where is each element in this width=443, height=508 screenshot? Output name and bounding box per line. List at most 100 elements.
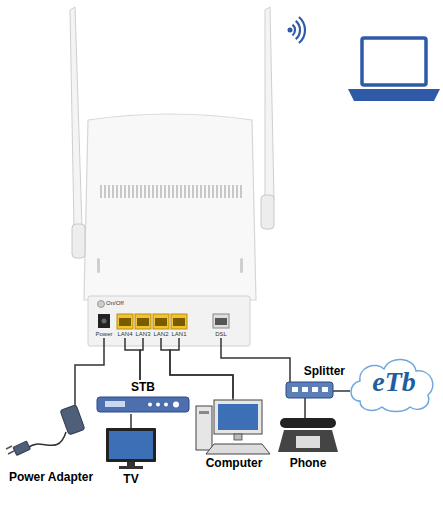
stb-button <box>164 403 168 407</box>
phone-handset <box>280 418 336 428</box>
splitter-cable <box>333 390 345 392</box>
vent-slot <box>156 185 158 198</box>
vent-slot <box>128 185 130 198</box>
network-cloud: eTb <box>350 351 438 413</box>
lan-port <box>117 314 133 329</box>
tv-stand <box>119 466 143 469</box>
port-label: LAN1 <box>170 331 188 338</box>
cable-connector <box>75 338 104 398</box>
vent-slot <box>240 185 242 198</box>
vent-slot <box>208 185 210 198</box>
node-label: STB <box>131 380 155 394</box>
tv-frame <box>106 428 156 462</box>
vent-slot <box>228 185 230 198</box>
port-label: LAN2 <box>152 331 170 338</box>
power-jack-pin <box>102 319 107 324</box>
laptop-screen <box>362 38 426 85</box>
vent-slot <box>160 185 162 198</box>
vent-slot <box>120 185 122 198</box>
cable-connector <box>221 338 290 364</box>
cable-connector <box>161 338 233 398</box>
antenna-hinge <box>72 224 85 258</box>
wifi-arc <box>296 21 300 39</box>
vent-slot <box>184 185 186 198</box>
vent-slot <box>164 185 166 198</box>
switch-label: On/Off <box>106 300 124 307</box>
cable-connector <box>304 404 306 414</box>
vent-slot <box>192 185 194 198</box>
computer-drive <box>199 411 209 414</box>
vent-slot <box>172 185 174 198</box>
vent-slot <box>108 185 110 198</box>
power-jack <box>98 314 110 328</box>
dsl-port <box>213 314 229 328</box>
set-top-box: STB <box>95 380 191 414</box>
vent-slot <box>116 185 118 198</box>
splitter-port <box>302 387 308 392</box>
lan-ports <box>117 314 187 329</box>
vent-slot <box>136 185 138 198</box>
router-vents <box>100 185 242 198</box>
vent-slot <box>168 185 170 198</box>
node-label: Computer <box>206 456 263 470</box>
tv-device: TV <box>98 424 164 486</box>
node-label: LAN3 <box>135 331 150 338</box>
splitter-cable <box>289 364 291 382</box>
power-button <box>98 301 105 308</box>
vent-slot <box>104 185 106 198</box>
phone-base <box>278 430 338 452</box>
antenna-hinge <box>261 195 274 229</box>
lan-port <box>135 314 151 329</box>
lan-port <box>153 314 169 329</box>
lan-port-socket <box>119 318 131 326</box>
vent-slot <box>212 185 214 198</box>
port-label: Power <box>94 331 114 338</box>
antenna <box>70 7 82 228</box>
splitter-port <box>322 387 328 392</box>
vent-slot <box>196 185 198 198</box>
port-label: LAN4 <box>116 331 134 338</box>
node-label: LAN2 <box>153 331 168 338</box>
cloud-outline <box>351 359 433 411</box>
splitter-box <box>286 382 333 398</box>
node-label: Power <box>95 331 112 338</box>
port-label: DSL <box>214 331 228 338</box>
lan-port-socket <box>137 318 149 326</box>
lan-port-body <box>117 314 133 329</box>
vent-slot <box>188 185 190 198</box>
cable-connector <box>170 338 233 398</box>
vent-slot <box>152 185 154 198</box>
vent-slot <box>180 185 182 198</box>
port-label: LAN3 <box>134 331 152 338</box>
cable-connector <box>140 338 143 380</box>
vent-slot <box>220 185 222 198</box>
vent-slot <box>232 185 234 198</box>
adapter-cable <box>28 432 66 448</box>
splitter-port <box>292 387 298 392</box>
node-label: DSL <box>215 331 227 338</box>
stb-display <box>105 401 125 407</box>
node-label: Phone <box>290 456 327 470</box>
router-slot <box>240 258 243 273</box>
vent-slot <box>144 185 146 198</box>
router-body <box>84 114 256 300</box>
node-label: eTb <box>372 367 416 397</box>
vent-slot <box>236 185 238 198</box>
cable-connector <box>130 414 132 424</box>
lan-port <box>171 314 187 329</box>
adapter-brick <box>60 405 85 435</box>
vent-slot <box>112 185 114 198</box>
stb-button <box>148 403 152 407</box>
vent-slot <box>124 185 126 198</box>
lan-port-socket <box>155 318 167 326</box>
stb-box <box>97 397 189 412</box>
antenna <box>265 7 274 200</box>
vent-slot <box>176 185 178 198</box>
splitter-device: Splitter <box>283 364 345 404</box>
router-slot <box>97 258 100 273</box>
splitter-port <box>312 387 318 392</box>
router-port-panel <box>88 296 250 346</box>
cable-connector <box>125 338 140 380</box>
